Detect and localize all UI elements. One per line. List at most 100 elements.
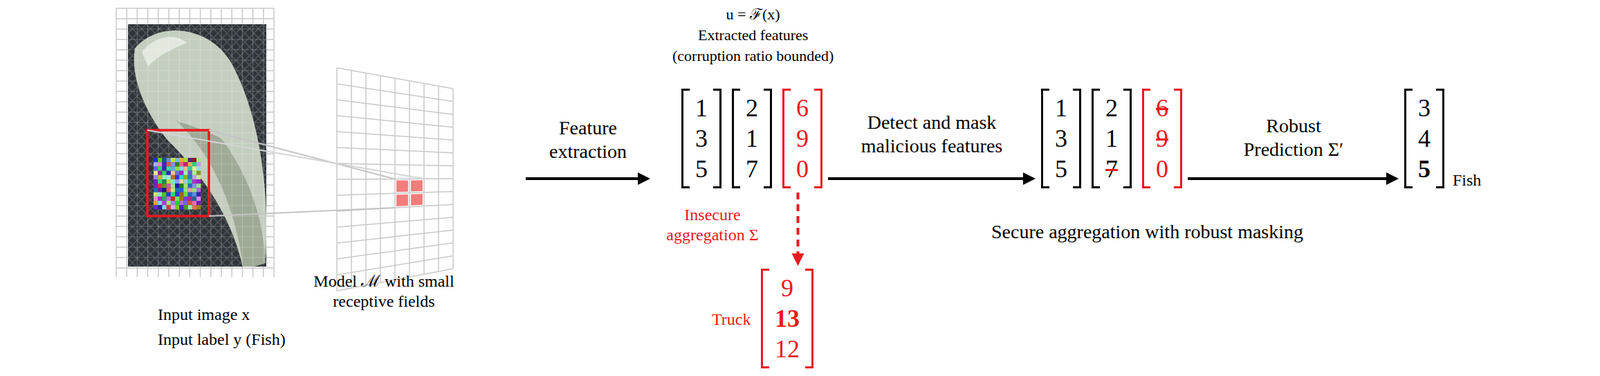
drawing-part [183, 196, 188, 201]
flow-arrow [828, 172, 1036, 185]
drawing-part [170, 192, 176, 197]
drawing-part [153, 204, 158, 209]
drawing-part [170, 157, 176, 162]
drawing-part [116, 267, 274, 269]
drawing-part [127, 100, 267, 102]
vector-entry: 9 [1155, 123, 1169, 154]
stage-label: Secure aggregation with robust masking [991, 219, 1306, 244]
drawing-part [183, 183, 188, 188]
drawing-part [170, 183, 176, 188]
drawing-part [153, 175, 158, 180]
drawing-part [170, 166, 176, 171]
drawing-part [127, 132, 267, 133]
drawing-part [196, 175, 201, 180]
vector-entry: 9 [774, 272, 800, 303]
arrow-shaft [796, 192, 800, 255]
drawing-part [157, 200, 162, 205]
drawing-part [166, 179, 171, 184]
drawing-part [183, 192, 188, 197]
drawing-part [175, 170, 180, 176]
drawing-part [127, 69, 267, 71]
drawing-part [153, 192, 158, 197]
drawing-part [127, 121, 267, 123]
drawing-part [336, 191, 454, 196]
drawing-part [170, 179, 176, 184]
vector-entry: 5 [1418, 153, 1431, 185]
drawing-part [166, 175, 171, 180]
drawing-part [127, 90, 267, 92]
drawing-part [179, 187, 184, 192]
drawing-part [188, 170, 193, 176]
arrow-shaft [828, 177, 1025, 180]
drawing-part [188, 204, 193, 209]
drawing-part [157, 204, 162, 209]
drawing-part [196, 196, 201, 201]
vector-entry: 6 [1155, 92, 1169, 124]
drawing-part [188, 200, 193, 205]
vector-entry: 1 [1105, 123, 1118, 154]
flow-arrow [1187, 172, 1399, 185]
drawing-part [161, 204, 167, 209]
step-label: Feature extraction [536, 116, 640, 163]
drawing-part [116, 90, 274, 93]
drawing-part [196, 161, 201, 167]
drawing-part [161, 187, 167, 192]
drawing-part [183, 200, 188, 205]
drawing-part [188, 187, 193, 192]
drawing-part [179, 161, 184, 167]
vector-entry: 7 [1105, 153, 1118, 185]
drawing-part [161, 166, 167, 171]
drawing-part [179, 179, 184, 184]
drawing-part [179, 200, 184, 205]
drawing-part [157, 175, 162, 180]
formula-label: u = ℱ(x) [726, 5, 783, 24]
drawing-part [196, 170, 201, 176]
drawing-part [161, 200, 167, 205]
drawing-part [179, 204, 184, 209]
input-label: Input image x [157, 304, 252, 325]
drawing-part [166, 196, 171, 201]
drawing-part [157, 166, 162, 171]
drawing-part [183, 179, 188, 184]
drawing-part [175, 192, 180, 197]
feature-vector: 690 [1142, 88, 1183, 189]
drawing-part [157, 183, 162, 188]
drawing-part [183, 157, 188, 162]
vector-entry: 2 [1105, 92, 1118, 124]
drawing-part [188, 179, 193, 184]
drawing-part [116, 38, 274, 41]
drawing-part [175, 183, 180, 188]
drawing-part [127, 225, 267, 227]
drawing-part [196, 204, 201, 209]
drawing-part [116, 49, 274, 51]
vector-entry: 13 [774, 302, 800, 334]
drawing-part [525, 177, 640, 180]
drawing-part [175, 161, 180, 167]
vector-entry: 7 [745, 153, 759, 185]
drawing-part [153, 157, 158, 162]
feature-vector: 135 [681, 88, 722, 189]
drawing-part [157, 192, 162, 197]
drawing-part [188, 166, 193, 171]
drawing-part [116, 152, 274, 155]
drawing-part [336, 131, 454, 140]
drawing-part [170, 161, 176, 167]
drawing-part [196, 157, 201, 162]
drawing-part [166, 161, 171, 167]
drawing-part [127, 246, 267, 247]
drawing-part [192, 192, 197, 197]
drawing-part [175, 166, 180, 171]
arrow-label: Insecure aggregation Σ [653, 204, 772, 245]
vector-entry: 0 [1155, 153, 1169, 185]
fish-photo [127, 24, 267, 267]
feature-vector: 690 [782, 88, 823, 189]
feature-vector: 135 [1041, 88, 1082, 189]
drawing-part [188, 196, 193, 201]
drawing-part [196, 200, 201, 205]
drawing-part [192, 166, 197, 171]
drawing-part [153, 196, 158, 201]
drawing-part [192, 196, 197, 201]
drawing-part [141, 36, 187, 67]
vector-entry: 0 [796, 153, 809, 185]
